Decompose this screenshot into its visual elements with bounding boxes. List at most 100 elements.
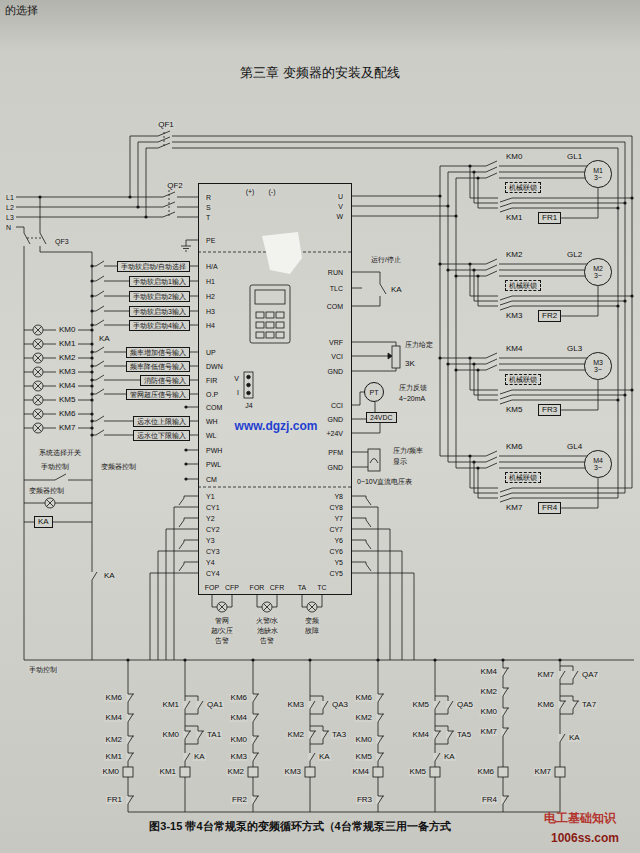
keypad-button: [256, 332, 264, 338]
terminal-name: CY5: [328, 570, 344, 577]
relay-contact: [179, 520, 184, 527]
contactor-contact: [486, 173, 497, 178]
junction-dot: [90, 279, 93, 282]
contact-gap: [251, 736, 255, 744]
coil-symbol: [430, 767, 440, 777]
label-text: KM3: [284, 768, 302, 776]
switch-contact: [503, 708, 508, 716]
indicator-lamp: [262, 602, 272, 612]
terminal-name: U: [337, 193, 344, 200]
jumper-pin: [247, 375, 251, 379]
wire: [352, 518, 366, 520]
label-text: KM7: [537, 671, 555, 679]
wire: [352, 573, 414, 660]
wire: [172, 136, 632, 488]
jumper-pin: [247, 391, 251, 395]
thermal-relay-box: FR4: [538, 502, 561, 514]
wire: [352, 342, 396, 346]
contact-gap: [183, 701, 187, 709]
lamp-cross: [35, 425, 42, 432]
nc-tick: [503, 668, 509, 669]
switch-contact: [378, 796, 383, 804]
contact-gap: [446, 731, 450, 739]
contact-gap: [321, 731, 325, 739]
label-text: GL2: [566, 251, 583, 259]
wire: [184, 562, 198, 564]
wire: [16, 197, 163, 198]
switch-contact: [253, 753, 258, 761]
wire: [512, 488, 632, 489]
indicator-lamp: [33, 409, 43, 419]
label-text: KM1: [105, 753, 123, 761]
node-text: 远水位下限输入: [137, 432, 186, 439]
terminal-name: (-): [268, 188, 277, 195]
contact-gap: [501, 668, 505, 676]
wire: [43, 330, 56, 331]
connector: [190, 380, 198, 381]
label-text: KM6: [105, 694, 123, 702]
terminal-name: Y4: [205, 559, 216, 566]
wire: [352, 540, 366, 542]
terminal-name: PE: [205, 237, 216, 244]
wire: [499, 270, 586, 271]
wire: [352, 467, 368, 468]
relay-contact: [96, 389, 104, 394]
terminal-name: FIR: [205, 377, 218, 384]
terminal-name: WH: [205, 418, 219, 425]
node-text: M1: [593, 167, 603, 174]
connector: [561, 286, 598, 316]
switch-contact: [198, 731, 203, 739]
label-text: KM4: [480, 668, 498, 676]
terminal-name: COM: [326, 303, 344, 310]
terminal-name: V: [233, 375, 240, 382]
power-supply-box: 24VDC: [366, 412, 397, 423]
nc-tick: [253, 694, 259, 695]
junction-dot: [558, 658, 561, 661]
wire: [478, 370, 498, 400]
keypad-button: [256, 312, 264, 318]
nc-tick: [253, 714, 259, 715]
indicator-lamp: [33, 339, 43, 349]
label-text: 压力/频率: [392, 447, 424, 454]
label-text: 4~20mA: [398, 395, 426, 402]
wire: [146, 148, 158, 217]
lamp-cross: [35, 369, 42, 376]
junction-dot: [184, 405, 187, 408]
wire: [174, 507, 198, 660]
terminal-name: W: [335, 213, 344, 220]
label-text: 变频器控制: [100, 463, 137, 470]
terminal-name: DWN: [205, 363, 224, 370]
lamp-cross: [219, 604, 226, 611]
relay-contact: [179, 564, 184, 571]
ground-symbol: [181, 246, 191, 247]
keypad-button: [256, 322, 264, 328]
coil-symbol: [373, 767, 383, 777]
junction-dot: [630, 294, 633, 297]
lamp-cross: [219, 604, 226, 611]
wire: [352, 562, 366, 564]
label-text: N: [5, 224, 12, 231]
label-text: 池缺水: [256, 627, 279, 634]
relay-contact: [380, 284, 386, 294]
junction-dot: [251, 658, 254, 661]
wire: [352, 529, 390, 660]
contact-gap: [196, 701, 200, 709]
junction-dot: [90, 356, 93, 359]
contact-gap: [251, 714, 255, 722]
label-text: KM0: [355, 736, 373, 744]
label-text: KM0: [230, 736, 248, 744]
label-text: 超/欠压: [210, 627, 235, 634]
connector: [561, 188, 598, 218]
junction-dot: [90, 323, 93, 326]
node-text: 手动软启动/自动选择: [121, 263, 186, 270]
wire: [440, 166, 441, 456]
wire: [150, 573, 198, 660]
node-text: 机械联锁: [509, 376, 537, 383]
contactor-contact: [486, 265, 497, 270]
lamp-cross: [35, 355, 42, 362]
switch-contact: [253, 714, 258, 722]
wire: [212, 595, 217, 607]
motor-circle: M43~: [584, 450, 612, 478]
label-text: QF3: [54, 238, 70, 245]
